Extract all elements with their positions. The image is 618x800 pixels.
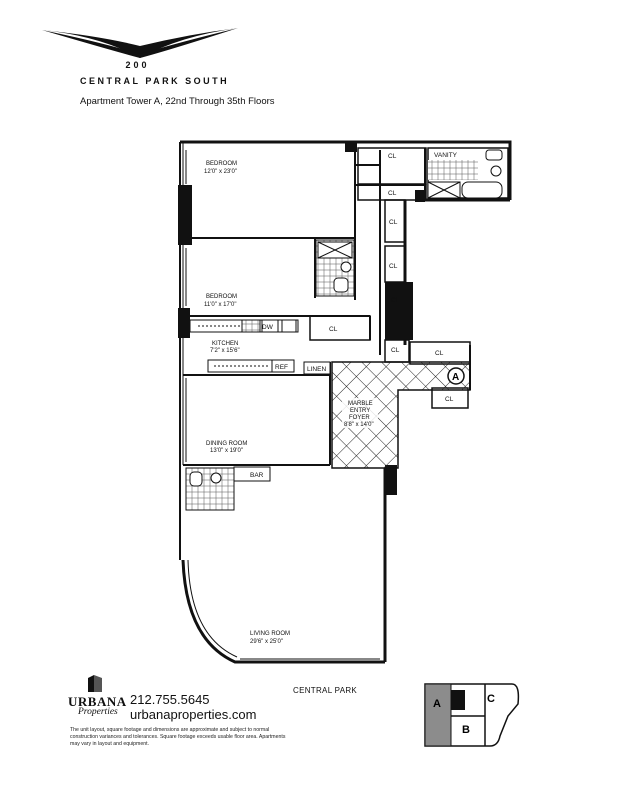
refrigerator-label: REF xyxy=(275,364,288,371)
building-logo xyxy=(42,28,238,58)
closet-label: CL xyxy=(391,297,400,304)
closet-label: CL xyxy=(388,190,397,197)
foyer-dims: 8'8" x 14'0" xyxy=(344,422,374,428)
bedroom2-name: BEDROOM xyxy=(206,294,237,300)
dining-dims: 13'0" x 19'0" xyxy=(210,448,243,454)
vanity-label: VANITY xyxy=(434,152,458,159)
bedroom1-name: BEDROOM xyxy=(206,161,237,167)
kitchen-name: KITCHEN xyxy=(212,341,238,347)
closet-label: CL xyxy=(391,347,400,354)
bar-label: BAR xyxy=(250,472,264,479)
wall-column xyxy=(178,185,192,245)
bedroom2-dims: 11'0" x 17'0" xyxy=(204,302,236,308)
linen-label: LINEN xyxy=(307,366,326,373)
orientation-label: CENTRAL PARK xyxy=(293,686,358,695)
unit-marker-icon xyxy=(447,367,465,385)
foyer-name-3: FOYER xyxy=(349,415,370,421)
disclaimer: The unit layout, square footage and dime… xyxy=(70,727,286,748)
keyplan-label-a: A xyxy=(433,698,441,710)
dining-name: DINING ROOM xyxy=(206,441,247,447)
unit-marker-label: A xyxy=(452,372,459,383)
plan-subtitle: Apartment Tower A, 22nd Through 35th Flo… xyxy=(80,96,275,107)
powder-room xyxy=(185,466,271,511)
closet-label: CL xyxy=(445,396,454,403)
marble-foyer xyxy=(331,361,471,469)
outer-walls xyxy=(179,140,512,664)
broker-tagline: Properties xyxy=(78,707,118,717)
closet-label: CL xyxy=(329,326,338,333)
building-number: 200 xyxy=(125,60,150,70)
foyer-name-2: ENTRY xyxy=(350,408,370,414)
living-name: LIVING ROOM xyxy=(250,631,290,637)
kitchen-counters xyxy=(189,319,331,375)
wall-column xyxy=(385,465,397,495)
keyplan-unit-a xyxy=(424,683,452,747)
keyplan-label-c: C xyxy=(487,693,495,705)
closet-label: CL xyxy=(389,263,398,270)
closets xyxy=(309,147,471,409)
building-name: CENTRAL PARK SOUTH xyxy=(80,76,230,86)
second-bath xyxy=(315,239,355,297)
closet-label: CL xyxy=(388,153,397,160)
kitchen-dims: 7'2" x 15'6" xyxy=(210,348,240,354)
wall-column xyxy=(178,308,190,338)
living-dims: 29'6" x 25'0" xyxy=(250,639,283,645)
urbana-logo-icon xyxy=(88,675,102,692)
windows xyxy=(185,150,380,660)
broker-phone[interactable]: 212.755.5645 xyxy=(130,692,210,707)
master-bath xyxy=(427,147,509,199)
foyer-name-1: MARBLE xyxy=(348,401,373,407)
closet-label: CL xyxy=(389,219,398,226)
broker-website[interactable]: urbanaproperties.com xyxy=(130,707,257,722)
bedroom1-dims: 12'0" x 23'0" xyxy=(204,169,237,175)
broker-name: URBANA xyxy=(68,694,127,709)
keyplan-label-b: B xyxy=(462,724,470,736)
closet-label: CL xyxy=(435,350,444,357)
wall-column xyxy=(385,282,413,340)
key-plan: A B C xyxy=(424,683,520,747)
dishwasher-label: DW xyxy=(262,324,274,331)
